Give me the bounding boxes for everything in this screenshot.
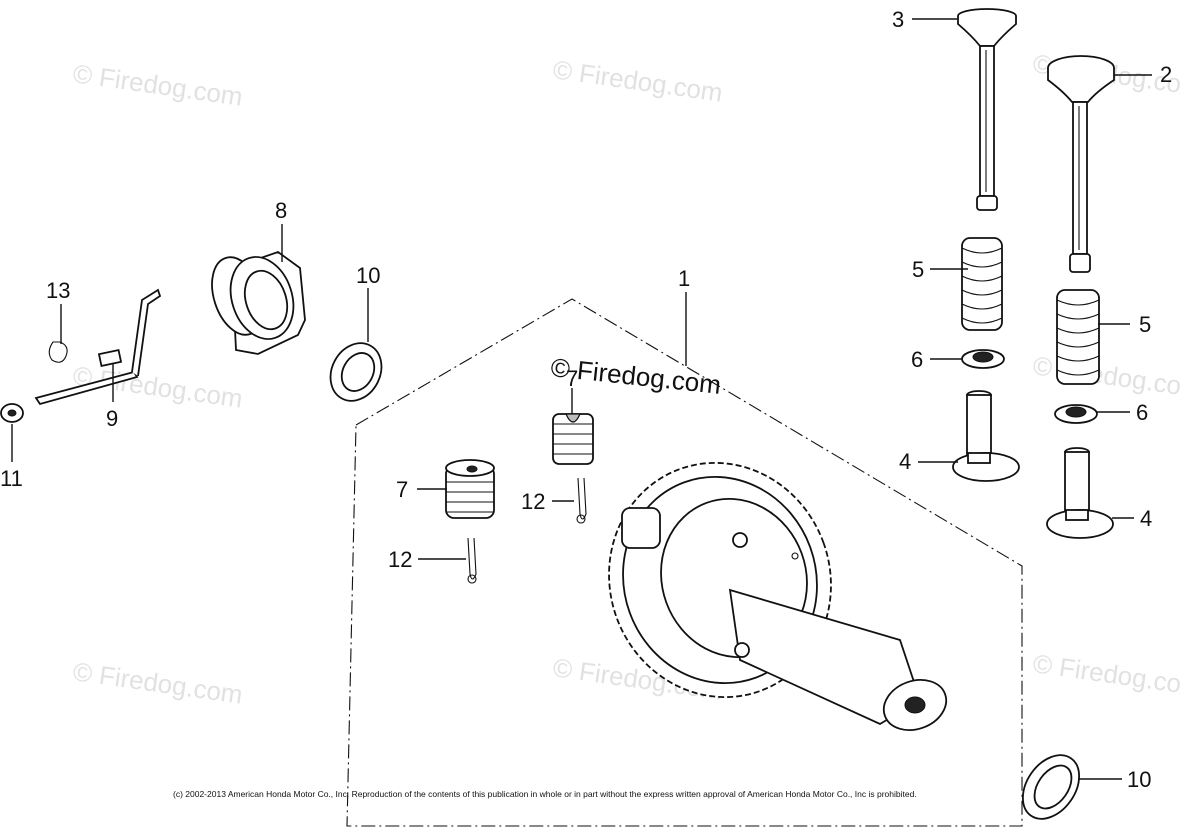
- copyright-notice: (c) 2002-2013 American Honda Motor Co., …: [173, 789, 917, 799]
- callout-6: 6: [1136, 400, 1148, 425]
- oil-seal-part-10-right: [1022, 754, 1080, 820]
- callout-8: 8: [275, 198, 287, 223]
- callout-7: 7: [566, 366, 578, 391]
- callout-1: 1: [678, 266, 690, 291]
- bearing-housing-part-8: [211, 250, 306, 355]
- cotter-pin-part-12-lower: [467, 537, 477, 584]
- clip-part-13: [48, 341, 68, 363]
- callout-11: 11: [0, 466, 23, 491]
- callout-6: 6: [911, 347, 923, 372]
- callout-10: 10: [1127, 767, 1151, 792]
- valve-spring-part-5-left: [961, 237, 1003, 331]
- watermark: © Firedog.com: [71, 656, 244, 709]
- callout-12: 12: [388, 547, 412, 572]
- callout-2: 2: [1160, 62, 1172, 87]
- camshaft-part-1: [608, 462, 948, 731]
- callout-10: 10: [356, 263, 380, 288]
- callout-5: 5: [912, 257, 924, 282]
- callout-13: 13: [46, 278, 70, 303]
- leader-lines: [11, 18, 1152, 780]
- callout-4: 4: [899, 449, 911, 474]
- valve-spring-part-5-right: [1056, 289, 1100, 385]
- callout-9: 9: [106, 406, 118, 431]
- watermark: © Firedog.co: [1031, 350, 1180, 400]
- washer-part-11: [0, 403, 24, 423]
- spring-retainer-part-6-right: [1054, 404, 1098, 424]
- callout-7: 7: [396, 477, 408, 502]
- callout-12: 12: [521, 489, 545, 514]
- spring-retainer-part-6-left: [961, 349, 1005, 369]
- valve-part-2: [1047, 55, 1115, 273]
- callout-5: 5: [1139, 312, 1151, 337]
- governor-shaft-part-9: [34, 288, 162, 406]
- callouts: 1 2 3 4 4 5 5 6 6 7 7 8 9 10 10 11 12 12…: [0, 7, 1172, 792]
- cotter-pin-part-12-upper: [576, 477, 587, 524]
- callout-3: 3: [892, 7, 904, 32]
- callout-4: 4: [1140, 506, 1152, 531]
- watermark: © Firedog.com: [551, 54, 724, 107]
- watermark: © Firedog.com: [71, 58, 244, 111]
- tappet-part-4-right: [1046, 447, 1114, 539]
- watermark: © Firedog.co: [1031, 648, 1180, 698]
- governor-weight-part-7-upper: [552, 413, 594, 465]
- governor-weight-part-7-lower: [445, 459, 495, 519]
- oil-seal-part-10-left: [329, 342, 383, 402]
- valve-part-3: [957, 8, 1017, 211]
- tappet-part-4-left: [952, 390, 1020, 482]
